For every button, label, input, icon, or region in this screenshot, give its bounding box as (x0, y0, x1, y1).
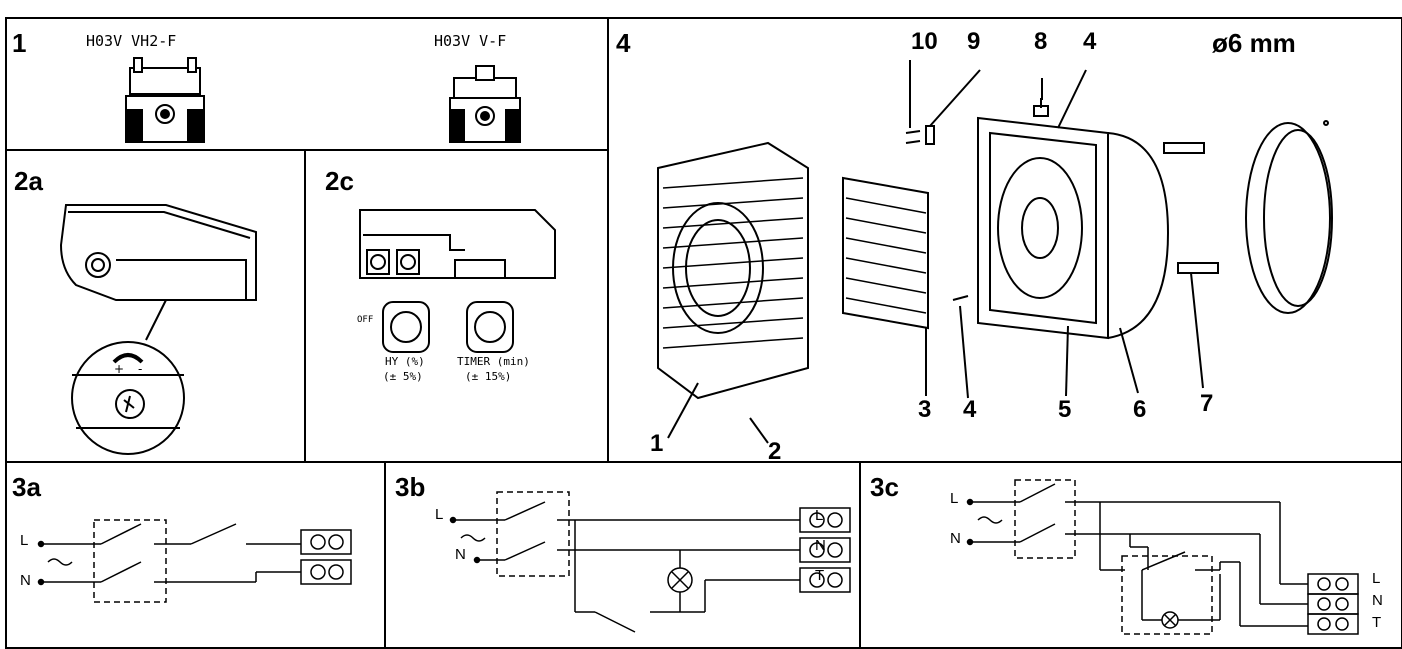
terminal-label-T: T (815, 567, 825, 584)
panel-3c-label: 3c (870, 472, 899, 502)
panel-3b-label: 3b (395, 472, 426, 502)
cable-clamp-illustrations (125, 57, 521, 143)
part-number-9: 9 (967, 28, 981, 55)
part-number-6: 6 (1133, 396, 1147, 423)
panel-3b: 3b L N L N T (385, 462, 860, 649)
cable-type-a: H03V VH2-F (86, 32, 177, 50)
control-board-illustration (359, 209, 556, 353)
dial-hy-tolerance: (± 5%) (383, 370, 423, 383)
neutral-label-N: N (20, 572, 31, 589)
part-number-4-bottom: 4 (963, 396, 977, 423)
dial-timer-tolerance: (± 15%) (465, 370, 512, 383)
terminal-label-L: L (815, 507, 824, 524)
dial-timer-label: TIMER (min) (457, 355, 530, 368)
panel-4: 4 (608, 18, 1402, 465)
panel-2c: 2c OFF HY (%) (± 5%) TIMER (min) (± 15%) (305, 150, 608, 462)
terminal-label-N: N (1372, 592, 1383, 609)
terminal-label-L: L (1372, 570, 1381, 587)
hole-diameter-label: ø6 mm (1212, 28, 1296, 58)
panel-4-label: 4 (616, 28, 631, 58)
part-number-10: 10 (911, 28, 938, 55)
part-number-5: 5 (1058, 396, 1072, 423)
panel-3c: 3c L N L N T (860, 462, 1402, 649)
wiring-diagram-3b (449, 491, 851, 633)
dial-hy-label: HY (%) (385, 355, 425, 368)
panel-2a-label: 2a (14, 166, 43, 196)
cable-type-b: H03V V-F (434, 32, 507, 50)
svg-text:+: + (114, 362, 124, 376)
panel-2a: 2a + - (6, 150, 305, 462)
part-number-3: 3 (918, 396, 932, 423)
line-label-L: L (950, 490, 959, 507)
svg-text:-: - (138, 362, 142, 376)
panel-1-label: 1 (12, 28, 27, 58)
panel-1: 1 H03V VH2-F H03V V-F (6, 18, 608, 150)
wiring-diagram-3a (37, 519, 352, 603)
dial-hy-off: OFF (357, 315, 374, 325)
panel-3a: 3a L N (6, 462, 385, 649)
line-label-L: L (20, 532, 29, 549)
exploded-fan-illustration (657, 60, 1333, 444)
part-number-4-top: 4 (1083, 28, 1097, 55)
wiring-diagram-3c (966, 479, 1359, 635)
part-number-8: 8 (1034, 28, 1048, 55)
housing-adjust-illustration: + - (59, 204, 257, 455)
panel-2c-label: 2c (325, 166, 354, 196)
part-number-1: 1 (650, 430, 664, 457)
panel-3a-label: 3a (12, 472, 41, 502)
terminal-label-N: N (815, 537, 826, 554)
part-number-7: 7 (1200, 390, 1214, 417)
neutral-label-N: N (455, 546, 466, 563)
terminal-label-T: T (1372, 614, 1382, 631)
neutral-label-N: N (950, 530, 961, 547)
part-number-2: 2 (768, 438, 782, 465)
line-label-L: L (435, 506, 444, 523)
